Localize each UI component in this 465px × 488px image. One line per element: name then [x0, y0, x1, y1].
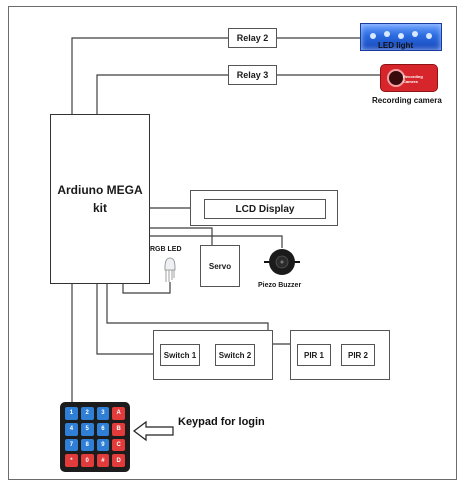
switch-1-box: Switch 1 [160, 344, 200, 366]
keypad-key: 0 [80, 454, 94, 467]
keypad-key: 7 [65, 438, 78, 452]
keypad-key: D [112, 454, 125, 467]
piezo-buzzer-icon [264, 249, 300, 275]
wire-arduino-relay2 [71, 37, 228, 114]
wire-arduino-switch [96, 283, 153, 355]
wire-arduino-buzzer [150, 235, 283, 248]
arduino-title-line1: Ardiuno MEGA [57, 183, 143, 197]
keypad-key: A [112, 407, 125, 420]
keypad-key: C [112, 438, 125, 452]
relay2-label: Relay 2 [236, 33, 269, 43]
pir-1-label: PIR 1 [303, 350, 324, 360]
keypad-key: 3 [96, 407, 110, 420]
pir-2-box: PIR 2 [341, 344, 375, 366]
switch-2-box: Switch 2 [215, 344, 255, 366]
wire-arduino-servo [150, 227, 213, 245]
arduino-title-line2: kit [92, 201, 107, 215]
camera-badge: Recording Camera [403, 74, 423, 84]
relay3-box: Relay 3 [228, 65, 277, 85]
camera-image: Recording Camera [380, 64, 438, 92]
camera-caption: Recording camera [372, 96, 442, 105]
keypad-key: 4 [65, 422, 78, 436]
keypad-key: B [112, 422, 125, 436]
keypad-key: 2 [80, 407, 94, 420]
lcd-inner-box: LCD Display [204, 199, 326, 219]
rgb-led-icon [164, 257, 176, 282]
keypad-label: Keypad for login [178, 416, 265, 428]
relay3-label: Relay 3 [236, 70, 269, 80]
keypad-key: 1 [65, 407, 78, 420]
wire-arduino-pir [106, 283, 290, 345]
keypad-key: 5 [80, 422, 94, 436]
piezo-buzzer-label: Piezo Buzzer [258, 282, 302, 289]
keypad-key: 9 [96, 438, 110, 452]
led-light-image [360, 23, 442, 51]
relay2-box: Relay 2 [228, 28, 277, 48]
keypad-key: 6 [96, 422, 110, 436]
wire-arduino-relay3 [96, 74, 228, 114]
keypad-key: 8 [80, 438, 94, 452]
switch-2-label: Switch 2 [218, 350, 252, 360]
pir-1-box: PIR 1 [297, 344, 331, 366]
led-light-caption: LED light [378, 41, 414, 50]
switch-1-label: Switch 1 [163, 350, 197, 360]
led-light-strip-icon [370, 31, 432, 39]
arduino-mega-box: Ardiuno MEGA kit [50, 114, 150, 284]
keypad-key: # [96, 454, 110, 467]
servo-box: Servo [200, 245, 240, 287]
servo-label: Servo [208, 261, 232, 271]
keypad-key: * [65, 454, 78, 467]
keypad-arrow-icon [133, 420, 174, 442]
camera-lens-icon [387, 69, 405, 87]
lcd-label: LCD Display [235, 203, 295, 215]
rgb-led-label: RGB LED [150, 246, 182, 253]
pir-2-label: PIR 2 [347, 350, 368, 360]
